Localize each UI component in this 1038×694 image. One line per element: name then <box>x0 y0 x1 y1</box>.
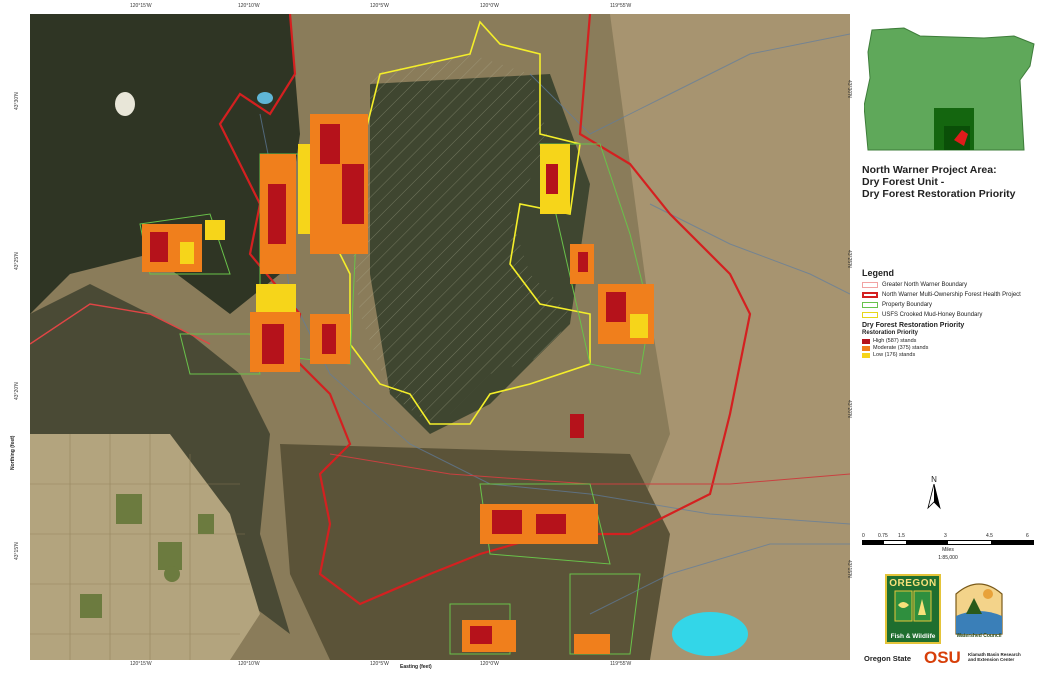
restoration-stands-west[interactable] <box>142 220 225 272</box>
scale-tick: 6 <box>1026 533 1029 539</box>
legend-label: USFS Crooked Mud-Honey Boundary <box>882 312 983 318</box>
title-line-1: North Warner Project Area: <box>862 164 997 176</box>
legend-swatch <box>862 345 870 351</box>
osu-mark: OSU <box>924 648 961 667</box>
top-tick: 120°5'W <box>370 3 389 9</box>
bottom-tick: 120°15'W <box>130 661 152 667</box>
legend-item-project-boundary: North Warner Multi-Ownership Forest Heal… <box>862 292 1034 299</box>
legend-swatch <box>862 282 878 288</box>
fish-wildlife-icon <box>894 590 932 622</box>
legend-label: Moderate (375) stands <box>873 345 929 351</box>
scale-tick: 0.75 <box>878 533 888 539</box>
legend-swatch <box>862 352 870 358</box>
legend-swatch <box>862 312 878 318</box>
osu-label: Oregon State <box>864 654 912 663</box>
scale-tick: 1.5 <box>898 533 905 539</box>
scale-ratio: 1:85,000 <box>938 555 958 561</box>
restoration-stands-central-west[interactable] <box>250 284 350 372</box>
scale-bar-segments <box>862 540 1034 545</box>
lake-south <box>672 612 748 656</box>
legend-swatch <box>862 292 878 298</box>
oregon-locator-map <box>864 27 1035 151</box>
greater-north-warner-boundary[interactable] <box>30 303 211 345</box>
right-tick: 43°20'N <box>846 400 852 418</box>
legend-class-high: High (587) stands <box>862 338 1034 344</box>
bottom-tick: 120°5'W <box>370 661 389 667</box>
x-axis-title: Easting (feet) <box>400 664 432 670</box>
legend-label: Property Boundary <box>882 302 933 308</box>
north-label: N <box>931 475 937 484</box>
osu-logo: Oregon State OSU Klamath Basin Research … <box>864 648 1024 670</box>
valley-south <box>280 444 670 660</box>
legend-heading: Legend <box>862 268 895 278</box>
left-tick: 43°25'N <box>14 252 20 270</box>
green-fields <box>80 494 214 618</box>
top-tick: 120°15'W <box>130 3 152 9</box>
odfw-logo: OREGON Fish & Wildlife <box>885 574 941 644</box>
restoration-stands-east[interactable] <box>540 144 654 438</box>
legend-label: North Warner Multi-Ownership Forest Heal… <box>882 292 1021 298</box>
legend-item-usfs-boundary: USFS Crooked Mud-Honey Boundary <box>862 312 1034 319</box>
satellite-map[interactable] <box>30 14 850 660</box>
left-tick: 43°30'N <box>14 92 20 110</box>
bottom-tick: 120°0'W <box>480 661 499 667</box>
kbrec-label: Klamath Basin Research and Extension Cen… <box>968 652 1021 662</box>
restoration-stands-northwest[interactable] <box>260 114 368 274</box>
scale-labels: 0 0.75 1.5 3 4.5 6 <box>862 533 1034 540</box>
bottom-tick: 119°55'W <box>610 661 632 667</box>
title-line-3: Dry Forest Restoration Priority <box>862 188 1016 200</box>
north-warner-project-boundary[interactable] <box>218 14 752 606</box>
north-arrow: N <box>924 475 944 512</box>
watershed-emblem-icon <box>955 583 1003 635</box>
scale-bar: 0 0.75 1.5 3 4.5 6 Miles 1:85,000 <box>862 533 1034 561</box>
left-tick: 43°20'N <box>14 382 20 400</box>
left-tick: 43°15'N <box>14 542 20 560</box>
priority-subheading: Restoration Priority <box>862 330 919 336</box>
odfw-logo-subtitle: Fish & Wildlife <box>890 633 936 640</box>
legend-label: Greater North Warner Boundary <box>882 282 968 288</box>
watershed-council-logo: Watershed Council <box>948 574 1010 644</box>
legend-swatch <box>862 338 870 344</box>
legend: Legend Greater North Warner Boundary Nor… <box>862 268 1034 359</box>
map-title: North Warner Project Area: Dry Forest Un… <box>862 164 1032 200</box>
scale-tick: 0 <box>862 533 865 539</box>
right-tick: 43°25'N <box>846 250 852 268</box>
title-line-2: Dry Forest Unit - <box>862 176 945 188</box>
odfw-logo-title: OREGON <box>889 578 937 589</box>
legend-class-low: Low (176) stands <box>862 352 1034 358</box>
legend-swatch <box>862 302 878 308</box>
usfs-hatched-area <box>350 54 570 424</box>
legend-item-property-boundary: Property Boundary <box>862 302 1034 309</box>
legend-item-greater-boundary: Greater North Warner Boundary <box>862 282 1034 289</box>
project-location-marker <box>954 130 968 146</box>
legend-label: High (587) stands <box>873 338 917 344</box>
priority-heading: Dry Forest Restoration Priority <box>862 322 965 329</box>
right-tick: 43°15'N <box>846 560 852 578</box>
lake-north <box>257 92 273 104</box>
right-tick: 43°30'N <box>846 80 852 98</box>
watershed-council-label: Watershed Council <box>956 633 1002 639</box>
y-axis-title: Northing (feet) <box>10 435 16 470</box>
scale-tick: 4.5 <box>986 533 993 539</box>
forested-mountains-west <box>30 14 300 314</box>
dry-rangeland-east <box>610 14 850 660</box>
scale-tick: 3 <box>944 533 947 539</box>
bottom-tick: 120°10'W <box>238 661 260 667</box>
legend-label: Low (176) stands <box>873 352 916 358</box>
dry-lake <box>115 92 135 116</box>
restoration-stands-south[interactable] <box>462 504 610 654</box>
legend-class-moderate: Moderate (375) stands <box>862 345 1034 351</box>
scale-units: Miles <box>942 547 954 553</box>
map-frame[interactable] <box>30 14 850 660</box>
north-arrow-icon <box>927 483 941 510</box>
top-tick: 120°0'W <box>480 3 499 9</box>
top-tick: 119°55'W <box>610 3 632 9</box>
oregon-state-shape <box>864 27 1035 151</box>
top-tick: 120°10'W <box>238 3 260 9</box>
